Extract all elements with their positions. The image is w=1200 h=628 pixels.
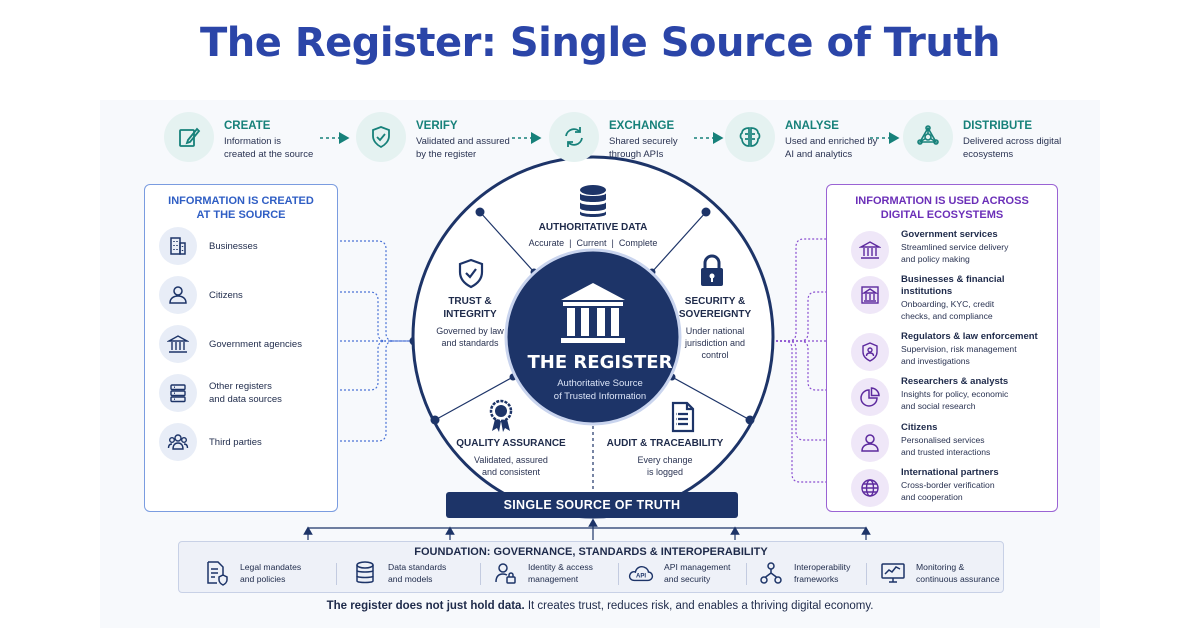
svg-text:API: API xyxy=(636,574,646,580)
core-title: THE REGISTER xyxy=(527,352,673,373)
identity-icon xyxy=(492,560,518,586)
globe-icon xyxy=(851,469,889,507)
bank-icon xyxy=(851,276,889,314)
ring-dividers xyxy=(434,211,751,491)
database-icon xyxy=(577,184,609,225)
divider xyxy=(336,563,337,585)
divider xyxy=(866,563,867,585)
brain-icon xyxy=(725,112,775,162)
server-icon xyxy=(159,374,197,412)
government-icon xyxy=(159,325,197,363)
network-icon xyxy=(903,112,953,162)
person-icon xyxy=(851,424,889,462)
single-source-of-truth-banner: SINGLE SOURCE OF TRUTH xyxy=(446,492,738,518)
shield-check-icon xyxy=(356,112,406,162)
page-title: The Register: Single Source of Truth xyxy=(200,20,1000,66)
legal-doc-icon xyxy=(204,560,230,586)
monitor-chart-icon xyxy=(880,560,906,586)
shield-person-icon xyxy=(851,333,889,371)
government-icon xyxy=(851,231,889,269)
hierarchy-icon xyxy=(758,560,784,586)
shield-check-icon xyxy=(456,258,486,295)
divider xyxy=(480,563,481,585)
divider xyxy=(618,563,619,585)
database-icon xyxy=(352,560,378,586)
divider xyxy=(746,563,747,585)
segment-authoritative-data: AUTHORITATIVE DATA Accurate | Current | … xyxy=(528,222,658,248)
foundation-title: FOUNDATION: GOVERNANCE, STANDARDS & INTE… xyxy=(414,546,768,558)
api-cloud-icon: API xyxy=(628,560,654,586)
foundation-arrows xyxy=(303,518,871,540)
pie-chart-icon xyxy=(851,378,889,416)
person-icon xyxy=(159,276,197,314)
group-icon xyxy=(159,423,197,461)
document-icon xyxy=(669,401,697,438)
core-circle xyxy=(504,248,682,426)
lock-icon xyxy=(698,254,726,293)
pencil-icon xyxy=(164,112,214,162)
award-icon xyxy=(486,399,516,438)
sync-icon xyxy=(549,112,599,162)
institution-icon xyxy=(561,283,625,343)
bottom-statement: The register does not just hold data. It… xyxy=(326,600,874,612)
building-icon xyxy=(159,227,197,265)
left-connectors xyxy=(340,240,410,442)
